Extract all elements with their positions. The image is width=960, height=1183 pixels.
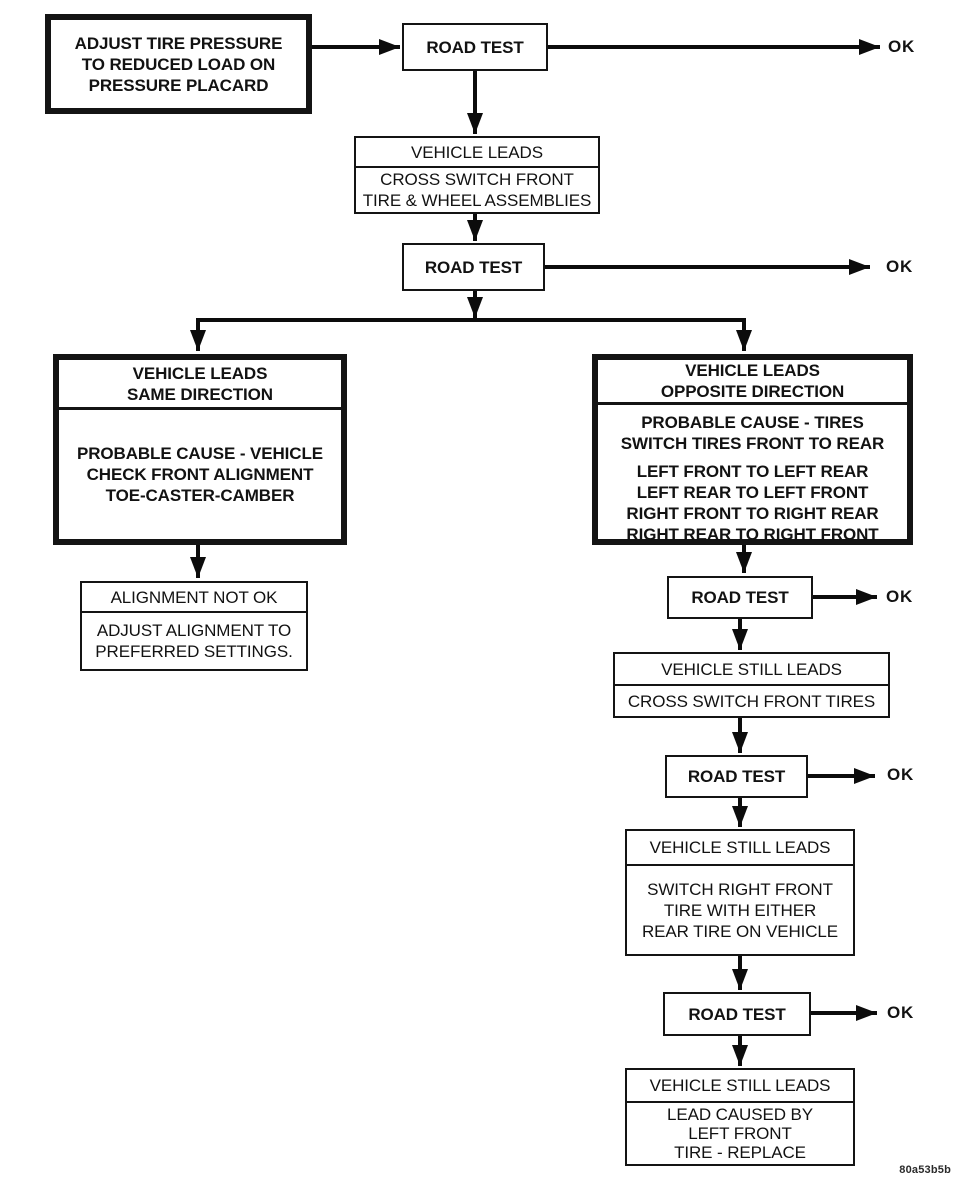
ok-label-5: OK <box>887 1003 915 1022</box>
ok-label-1: OK <box>888 37 916 56</box>
node-text: ROAD TEST <box>691 588 789 607</box>
figure-code: 80a53b5b <box>899 1164 951 1176</box>
node-text: ROAD TEST <box>687 767 786 786</box>
node-text: ROAD TEST <box>688 1004 786 1024</box>
node-text: ADJUST TIRE PRESSURE TO REDUCED LOAD ON … <box>74 33 283 95</box>
node-status: VEHICLE LEADS <box>356 138 598 168</box>
node-adjust-tire-pressure: ADJUST TIRE PRESSURE TO REDUCED LOAD ON … <box>45 14 312 114</box>
node-status: VEHICLE STILL LEADS <box>627 831 853 866</box>
ok-label-2: OK <box>886 257 914 276</box>
node-header: VEHICLE LEADS SAME DIRECTION <box>59 360 341 410</box>
node-action: ADJUST ALIGNMENT TO PREFERRED SETTINGS. <box>95 621 293 661</box>
node-action: SWITCH RIGHT FRONT TIRE WITH EITHER REAR… <box>641 879 839 941</box>
node-vehicle-leads-opposite-direction: VEHICLE LEADS OPPOSITE DIRECTION PROBABL… <box>592 354 913 545</box>
ok-label-4: OK <box>887 765 915 784</box>
node-status: VEHICLE STILL LEADS <box>627 1070 853 1103</box>
node-body: PROBABLE CAUSE - TIRES SWITCH TIRES FRON… <box>598 405 907 545</box>
node-text: ROAD TEST <box>426 37 524 57</box>
node-probable-cause: PROBABLE CAUSE - TIRES SWITCH TIRES FRON… <box>620 413 885 453</box>
node-header: VEHICLE LEADS OPPOSITE DIRECTION <box>598 360 907 405</box>
node-body: PROBABLE CAUSE - VEHICLE CHECK FRONT ALI… <box>76 444 323 505</box>
node-road-test-1: ROAD TEST <box>402 23 548 71</box>
node-vehicle-still-leads-3: VEHICLE STILL LEADS LEAD CAUSED BY LEFT … <box>625 1068 855 1166</box>
ok-label-3: OK <box>886 587 914 606</box>
node-vehicle-leads: VEHICLE LEADS CROSS SWITCH FRONT TIRE & … <box>354 136 600 214</box>
node-alignment-not-ok: ALIGNMENT NOT OK ADJUST ALIGNMENT TO PRE… <box>80 581 308 671</box>
node-text: ROAD TEST <box>424 257 523 277</box>
node-road-test-4: ROAD TEST <box>665 755 808 798</box>
node-action: CROSS SWITCH FRONT TIRE & WHEEL ASSEMBLI… <box>362 170 592 210</box>
node-action: CROSS SWITCH FRONT TIRES <box>627 691 876 711</box>
node-road-test-3: ROAD TEST <box>667 576 813 619</box>
node-vehicle-leads-same-direction: VEHICLE LEADS SAME DIRECTION PROBABLE CA… <box>53 354 347 545</box>
node-status: VEHICLE STILL LEADS <box>615 654 888 686</box>
node-rotation-pattern: LEFT FRONT TO LEFT REAR LEFT REAR TO LEF… <box>626 462 879 544</box>
node-status: ALIGNMENT NOT OK <box>82 583 306 613</box>
node-vehicle-still-leads-1: VEHICLE STILL LEADS CROSS SWITCH FRONT T… <box>613 652 890 718</box>
node-vehicle-still-leads-2: VEHICLE STILL LEADS SWITCH RIGHT FRONT T… <box>625 829 855 956</box>
node-road-test-5: ROAD TEST <box>663 992 811 1036</box>
node-action: LEAD CAUSED BY LEFT FRONT TIRE - REPLACE <box>667 1105 813 1162</box>
node-road-test-2: ROAD TEST <box>402 243 545 291</box>
